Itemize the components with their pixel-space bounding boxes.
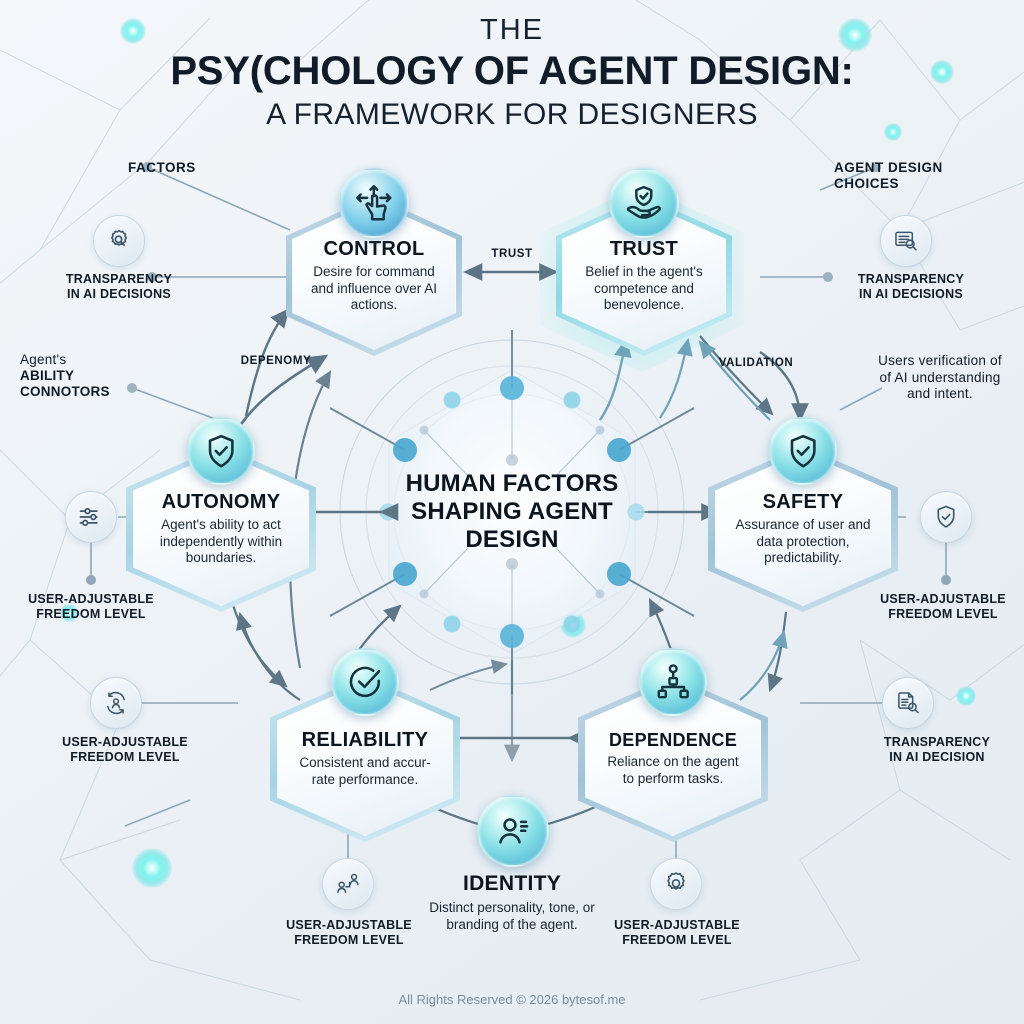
edge-label-validation: VALIDATION xyxy=(718,357,794,369)
gear-magnifier-icon[interactable] xyxy=(93,215,145,267)
bottom-people-line1: USER-ADJUSTABLE xyxy=(286,918,412,932)
identity-title: IDENTITY xyxy=(462,872,562,895)
right-doc-line1: TRANSPARENCY xyxy=(883,735,991,749)
right-shield-line2: FREEDOM LEVEL xyxy=(888,607,998,621)
control-title: CONTROL xyxy=(323,238,425,261)
document-magnifier-icon[interactable] xyxy=(880,215,932,267)
left-sliders-line1: USER-ADJUSTABLE xyxy=(28,592,154,606)
people-transfer-icon[interactable] xyxy=(322,858,374,910)
bottom-gear-line1: USER-ADJUSTABLE xyxy=(614,918,740,932)
org-network-icon xyxy=(639,648,707,716)
glow-node xyxy=(560,612,586,638)
autonomy-title: AUTONOMY xyxy=(161,491,281,514)
safety-title: SAFETY xyxy=(762,491,844,514)
glow-node xyxy=(956,686,976,706)
file-magnifier-icon[interactable] xyxy=(882,677,934,729)
left-sliders-line2: FREEDOM LEVEL xyxy=(36,607,146,621)
right-transparency-line1: TRANSPARENCY xyxy=(857,272,965,286)
chip-label-right-transparency: TRANSPARENCY IN AI DECISIONS xyxy=(836,272,986,302)
chip-label-right-shield: USER-ADJUSTABLE FREEDOM LEVEL xyxy=(862,592,1024,622)
section-label-agent-design-choices: AGENT DESIGN CHOICES xyxy=(834,160,943,193)
trust-desc: Belief in the agent's competence and ben… xyxy=(585,264,703,313)
section-label-factors: FACTORS xyxy=(128,160,196,175)
left-transparency-line1: TRANSPARENCY xyxy=(65,272,173,286)
left-cycle-line2: FREEDOM LEVEL xyxy=(70,750,180,764)
bottom-people-line2: FREEDOM LEVEL xyxy=(294,933,404,947)
trust-title: TRUST xyxy=(609,238,679,261)
user-profile-icon xyxy=(477,795,549,867)
title-block: THE PSY(CHOLOGY OF AGENT DESIGN: A FRAME… xyxy=(0,14,1024,133)
ability-line2: ABILITY xyxy=(20,368,75,384)
page-title: PSY(CHOLOGY OF AGENT DESIGN: xyxy=(170,49,854,94)
chip-label-bottom-people: USER-ADJUSTABLE FREEDOM LEVEL xyxy=(268,918,430,948)
glow-node xyxy=(132,848,172,888)
verification-line3: and intent. xyxy=(907,386,973,402)
hand-holding-shield-check-icon xyxy=(609,168,679,238)
ability-line3: CONNOTORS xyxy=(20,384,110,400)
shield-check-icon xyxy=(187,417,255,485)
hand-pointer-arrows-icon xyxy=(339,168,409,238)
shield-check-icon xyxy=(769,417,837,485)
title-eyebrow: THE xyxy=(480,14,544,46)
dependence-title: DEPENDENCE xyxy=(608,730,738,751)
edge-label-dependency: DEPENOMY xyxy=(240,355,312,367)
agent-design-choices-line2: CHOICES xyxy=(834,176,900,192)
edge-label-trust: TRUST xyxy=(491,248,533,260)
reliability-desc: Consistent and accur-rate performance. xyxy=(299,755,431,787)
identity-desc: Distinct personality, tone, or branding … xyxy=(429,900,595,932)
left-cycle-line1: USER-ADJUSTABLE xyxy=(62,735,188,749)
hub-label: HUMAN FACTORS SHAPING AGENT DESIGN xyxy=(405,470,619,553)
left-transparency-line2: IN AI DECISIONS xyxy=(67,287,171,301)
bottom-gear-line2: FREEDOM LEVEL xyxy=(622,933,732,947)
chip-label-left-sliders: USER-ADJUSTABLE FREEDOM LEVEL xyxy=(8,592,174,622)
right-transparency-line2: IN AI DECISIONS xyxy=(859,287,963,301)
agent-design-choices-line1: AGENT DESIGN xyxy=(834,160,943,175)
chip-label-left-transparency: TRANSPARENCY IN AI DECISIONS xyxy=(48,272,190,302)
node-identity[interactable]: IDENTITY Distinct personality, tone, or … xyxy=(412,872,612,933)
footer-copyright: All Rights Reserved © 2026 bytesof.me xyxy=(398,992,626,1007)
chip-label-left-cycle: USER-ADJUSTABLE FREEDOM LEVEL xyxy=(42,735,208,765)
hub-center: HUMAN FACTORS SHAPING AGENT DESIGN xyxy=(392,444,632,580)
annotation-users-verification: Users verification of of AI understandin… xyxy=(860,353,1020,403)
verification-line2: of AI understanding xyxy=(879,369,1001,385)
circle-check-icon xyxy=(331,648,399,716)
page-subtitle: A FRAMEWORK FOR DESIGNERS xyxy=(266,97,758,131)
autonomy-desc: Agent's ability to act independently wit… xyxy=(159,517,283,566)
sliders-icon[interactable] xyxy=(65,491,117,543)
chip-label-bottom-gear: USER-ADJUSTABLE FREEDOM LEVEL xyxy=(596,918,758,948)
gear-icon[interactable] xyxy=(650,858,702,910)
right-doc-line2: IN AI DECISION xyxy=(889,750,985,764)
refresh-person-icon[interactable] xyxy=(90,677,142,729)
verification-line1: Users verification of xyxy=(878,353,1002,368)
control-desc: Desire for command and influence over AI… xyxy=(310,264,438,313)
ability-line1: Agent's xyxy=(20,352,67,367)
reliability-title: RELIABILITY xyxy=(301,729,429,752)
right-shield-line1: USER-ADJUSTABLE xyxy=(880,592,1006,606)
shield-check-outline-icon[interactable] xyxy=(920,491,972,543)
annotation-ability-connotors: Agent's ABILITY CONNOTORS xyxy=(20,352,180,401)
dependence-desc: Reliance on the agent to perform tasks. xyxy=(607,754,739,786)
safety-desc: Assurance of user and data protection, p… xyxy=(735,517,871,566)
chip-label-right-doc: TRANSPARENCY IN AI DECISION xyxy=(856,735,1018,765)
